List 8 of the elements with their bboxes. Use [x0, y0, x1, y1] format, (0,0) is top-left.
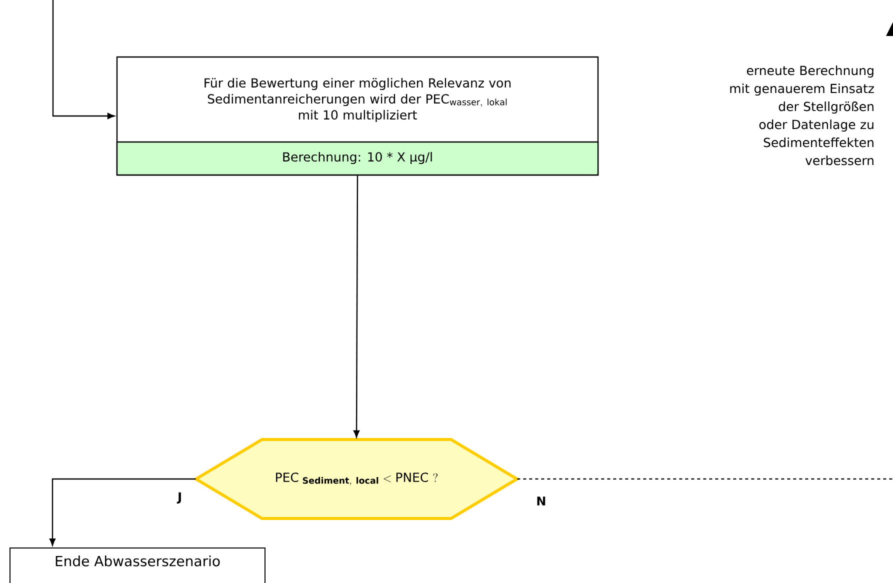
arrow	[49, 478, 196, 546]
edge-label: N	[535, 496, 548, 506]
arrow	[52, 0, 115, 120]
end-box: Ende Abwasserszenario	[10, 548, 266, 583]
arrow	[354, 176, 360, 438]
note-text: erneute Berechnung mit genauerem Einsatz der Stellgrößen oder Datenlage zu Sedimenteffekten verbessern	[730, 66, 874, 166]
edge-label: J	[176, 491, 184, 505]
process-box: Für die Bewertung einer möglichen Relevanz von Sedimentanreicherungen wird der $\mathrm{PEC}_{\mathrm{wasser,\ lokal}}$ mit 10 multipliziert Berechnung: 10 * X µg/l	[116, 56, 599, 176]
